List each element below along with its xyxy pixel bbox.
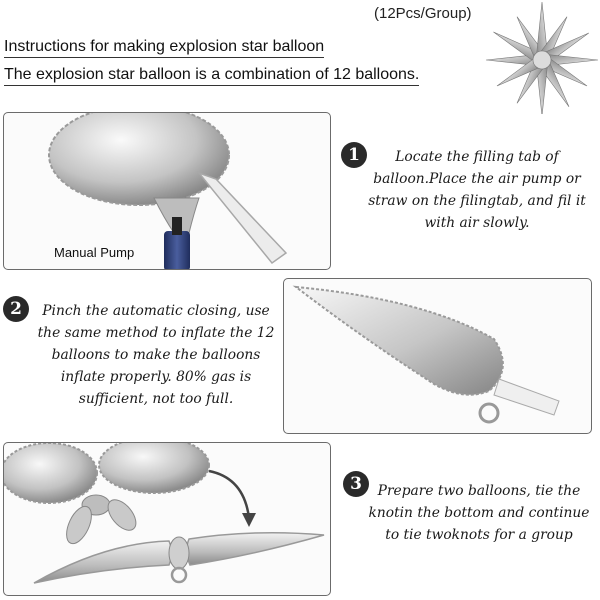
step1-text: Locate the filling tab of balloon.Place …: [368, 149, 586, 231]
step1-badge: 1: [341, 142, 367, 168]
balloon-pump-illustration: [48, 113, 288, 269]
step3-image-panel: [3, 442, 331, 596]
step2-text: Pinch the automatic closing, use the sam…: [37, 303, 275, 407]
step1-image-panel: Manual Pump: [3, 112, 331, 270]
combination-subtitle: The explosion star balloon is a combinat…: [4, 66, 420, 86]
inflated-spike-balloon-illustration: [292, 285, 560, 424]
step2-badge: 2: [3, 296, 29, 322]
curved-arrow-icon: [208, 469, 256, 527]
step3-text: Prepare two balloons, tie the knotin the…: [368, 483, 590, 543]
step2-image-panel: [283, 278, 592, 434]
manual-pump-label: Manual Pump: [54, 245, 135, 260]
explosion-star-balloon-image: [485, 2, 599, 114]
instructions-title: Instructions for making explosion star b…: [4, 38, 325, 58]
tied-balloons-illustration: [4, 443, 325, 584]
group-note: (12Pcs/Group): [374, 5, 472, 22]
step3-badge: 3: [343, 471, 369, 497]
